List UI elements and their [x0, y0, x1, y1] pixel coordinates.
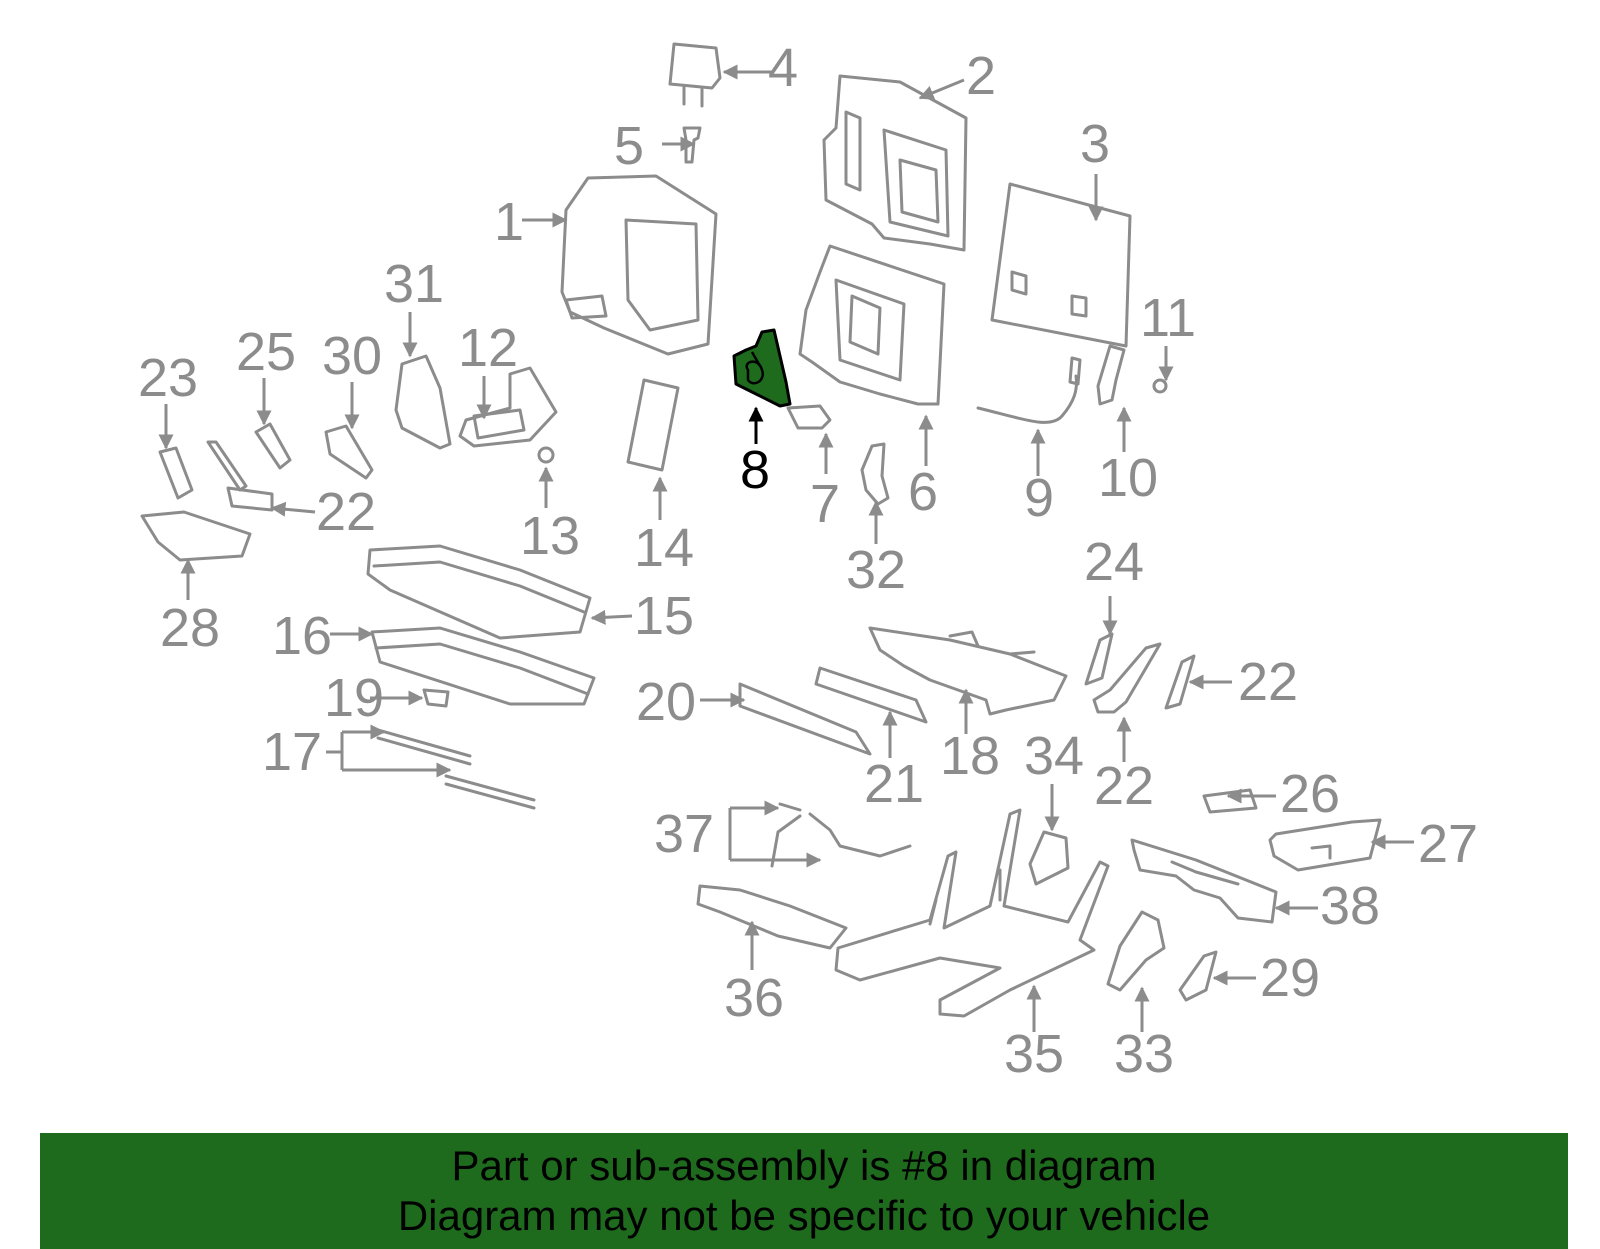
- part-shapes: [140, 42, 1382, 1018]
- label-23: 22: [1238, 652, 1298, 712]
- label-11: 11: [1140, 288, 1196, 348]
- label-22-right: 22: [1094, 756, 1154, 816]
- label-13: 13: [520, 506, 580, 566]
- label-12: 12: [458, 318, 518, 378]
- info-banner: Part or sub-assembly is #8 in diagram Di…: [40, 1133, 1568, 1249]
- label-37: 36: [724, 968, 784, 1028]
- label-29: 28: [160, 598, 220, 658]
- label-8: 8: [740, 440, 770, 500]
- label-35: 34: [1024, 726, 1084, 786]
- label-17: 17: [262, 722, 322, 782]
- label-27: 26: [1280, 764, 1340, 824]
- banner-line-1: Part or sub-assembly is #8 in diagram: [451, 1142, 1157, 1189]
- label-7: 7: [810, 474, 840, 534]
- label-33: 32: [846, 540, 906, 600]
- label-31: 30: [322, 326, 382, 386]
- label-6: 6: [908, 462, 938, 522]
- label-2: 2: [966, 46, 996, 106]
- label-32: 31: [384, 254, 444, 314]
- label-14: 14: [634, 518, 694, 578]
- banner-line-2: Diagram may not be specific to your vehi…: [397, 1192, 1211, 1239]
- label-28: 27: [1418, 814, 1478, 874]
- label-20: 20: [636, 672, 696, 732]
- label-26: 25: [236, 322, 296, 382]
- label-9: 9: [1024, 468, 1054, 528]
- label-4: 4: [768, 38, 798, 98]
- leader-lines: [158, 64, 1414, 1032]
- label-1: 1: [494, 192, 524, 252]
- label-30: 29: [1260, 948, 1320, 1008]
- label-25: 24: [1084, 532, 1144, 592]
- label-34: 33: [1114, 1024, 1174, 1084]
- part-number-labels: 4 2 3 5 1 11 31 12 25 30 23 8 6 7 9 10 2…: [138, 38, 1478, 1084]
- label-18: 18: [940, 726, 1000, 786]
- label-24: 23: [138, 348, 198, 408]
- label-21: 21: [864, 754, 924, 814]
- label-22-left: 22: [316, 482, 376, 542]
- label-3: 3: [1080, 114, 1110, 174]
- label-38: 37: [654, 804, 714, 864]
- label-15: 15: [634, 586, 694, 646]
- label-39: 38: [1320, 876, 1380, 936]
- parts-diagram: 4 2 3 5 1 11 31 12 25 30 23 8 6 7 9 10 2…: [138, 38, 1478, 1084]
- label-16: 16: [272, 606, 332, 666]
- label-10: 10: [1098, 448, 1158, 508]
- highlighted-part-8: [732, 328, 792, 444]
- label-5: 5: [614, 116, 644, 176]
- label-19: 19: [324, 668, 384, 728]
- label-36: 35: [1004, 1024, 1064, 1084]
